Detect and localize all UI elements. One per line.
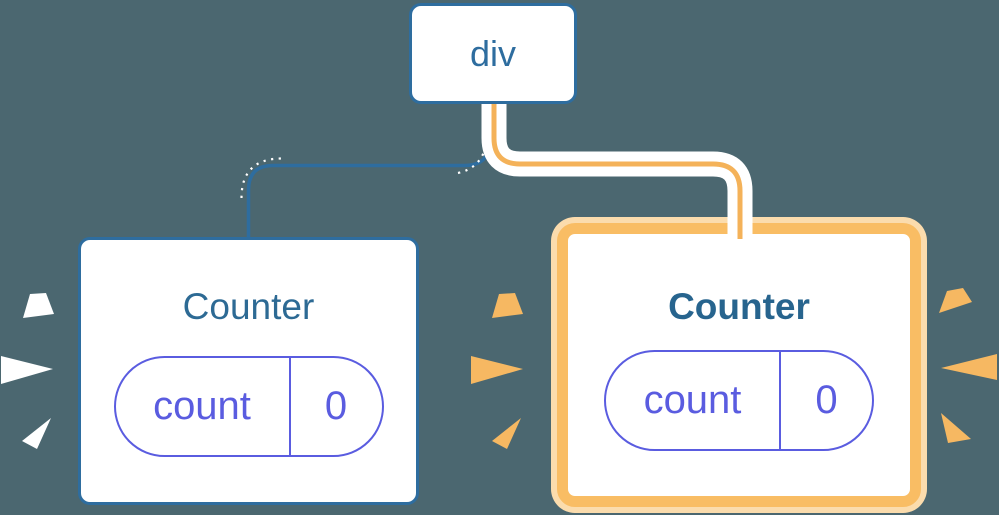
right-sparks-icon — [939, 288, 997, 443]
edge-div-to-right-counter — [491, 95, 743, 239]
state-value-label: 0 — [815, 378, 838, 422]
state-value-label: 0 — [324, 384, 348, 428]
dashed-highlight-arc-left-corner — [240, 157, 283, 199]
spark-icon — [941, 354, 997, 380]
edge-pipe-casing — [481, 95, 753, 239]
state-pill: count 0 — [604, 350, 874, 451]
root-node-div: div — [409, 3, 577, 104]
spark-icon — [471, 356, 523, 384]
counter-title: Counter — [182, 286, 315, 327]
middle-sparks-icon — [471, 293, 523, 449]
counter-card-right-highlighted: Counter count 0 — [557, 223, 921, 507]
state-key-label: count — [116, 358, 291, 455]
spark-icon — [22, 418, 51, 449]
counter-card-left: Counter count 0 — [78, 237, 419, 505]
spark-icon — [492, 418, 521, 449]
root-node-label: div — [469, 32, 517, 74]
edge-div-to-left-counter — [246, 95, 492, 242]
left-sparks-icon — [1, 293, 54, 449]
counter-title: Counter — [668, 286, 810, 327]
state-pill: count 0 — [113, 356, 384, 457]
spark-icon — [23, 293, 54, 318]
spark-icon — [492, 293, 523, 318]
spark-icon — [941, 413, 971, 443]
spark-icon — [939, 288, 972, 313]
state-key-label: count — [606, 352, 781, 449]
dashed-highlight-arc-near-pipe — [457, 151, 486, 175]
spark-icon — [1, 356, 53, 384]
